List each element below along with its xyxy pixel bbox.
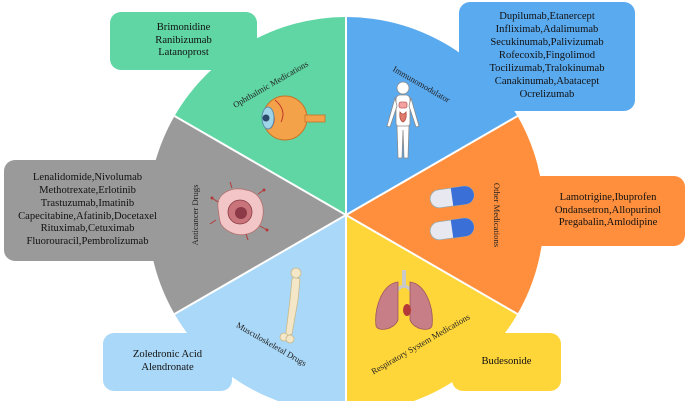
drug-line: Alendronate: [141, 362, 194, 373]
segment-other_medications: [346, 116, 544, 314]
drug-line: Trastuzumab,Imatinib: [40, 197, 135, 209]
drug-line: Ondansetron,Allopurinol: [554, 204, 662, 216]
eye-icon: [261, 95, 326, 141]
drug-line: Capecitabine,Afatinib,Docetaxel: [18, 210, 157, 222]
drug-line: Ranibizumab: [155, 34, 212, 46]
tumor-cell-icon: [209, 181, 269, 241]
drug-line: Rofecoxib,Fingolimod: [498, 50, 596, 62]
lungs-icon: [375, 270, 433, 330]
drug-line: Secukinumab,Palivizumab: [490, 37, 604, 49]
drug-line: Fluorouracil,Pembrolizumab: [26, 236, 149, 248]
segment-divider: [345, 115, 518, 216]
segment-divider: [174, 115, 347, 216]
human-body-icon: [386, 81, 420, 159]
segment-divider: [174, 214, 347, 315]
drug-line: Rituximab,Cetuximab: [40, 223, 135, 235]
drug-line: Lenalidomide,Nivolumab: [32, 171, 143, 183]
bone-icon: [279, 267, 302, 344]
segment-label-anticancer: Anticancer Drugs: [190, 184, 200, 246]
segment-label-other_medications: Other Medications: [492, 183, 502, 248]
drug-line: Lamotrigine,Ibuprofen: [559, 191, 657, 203]
drug-line: Methotrexate,Erlotinib: [39, 184, 136, 196]
drug-line: Ocrelizumab: [519, 88, 575, 100]
segment-divider: [345, 214, 518, 315]
drug-line: Tocilizumab,Tralokinumab: [489, 62, 605, 74]
drug-line: Infliximab,Adalimumab: [495, 24, 599, 36]
drug-line: Canakinumab,Abatacept: [494, 75, 600, 87]
drug-line: Budesonide: [481, 355, 532, 367]
drug-line: Latanoprost: [158, 47, 209, 59]
capsules-icon: [429, 185, 475, 241]
drug-line: Pregabalin,Amlodipine: [558, 217, 658, 229]
pie-dividers: [174, 17, 518, 401]
drug-line: Brimonidine: [156, 21, 211, 33]
drug-line: Zoledronic Acid: [132, 349, 203, 361]
drug-line: Dupilumab,Etanercept: [499, 11, 595, 23]
box-respiratory: Budesonide: [452, 333, 561, 391]
